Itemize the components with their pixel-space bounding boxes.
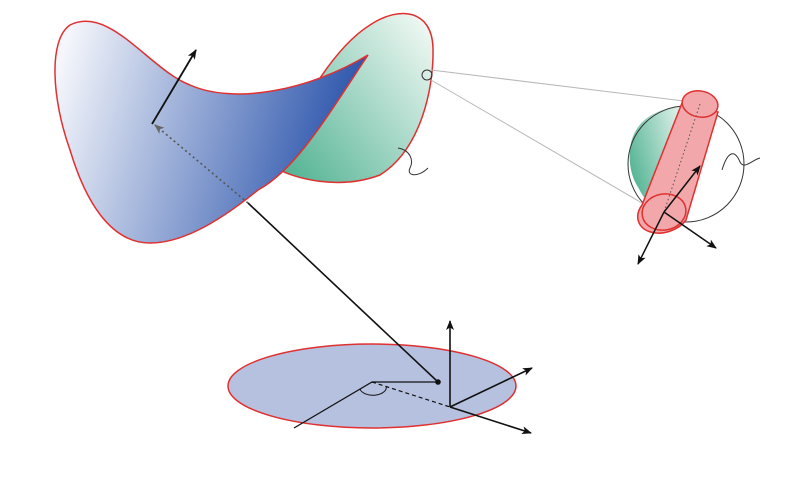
saddle-wiggle-curve [397,147,429,176]
magnifier-view [627,90,761,265]
magnifier-wiggle-curve [721,153,761,171]
tube-arrow-up-right [663,165,701,213]
tube-cylinder [637,90,719,234]
zoom-guide-line-top [430,69,693,103]
zoom-guide-line-bottom [430,79,643,204]
disc-plane [227,343,517,429]
frame-axis-right-arrow [449,367,533,408]
disc-angle-arc [359,385,387,396]
surface-normal-arrow [151,49,197,125]
tube-arrow-right [663,211,717,249]
saddle-blue-sheet [54,20,369,244]
position-line-dotted [154,124,249,204]
tube-arrow-down-left [637,211,665,265]
position-line-solid [247,202,439,383]
frame-axis-down-right-arrow [449,406,532,435]
zoom-source-circle [421,69,433,81]
coordinate-frame [446,320,533,435]
disc-ellipse [227,343,517,429]
saddle-surface [54,12,434,244]
tube-axis-dotted [663,103,701,213]
